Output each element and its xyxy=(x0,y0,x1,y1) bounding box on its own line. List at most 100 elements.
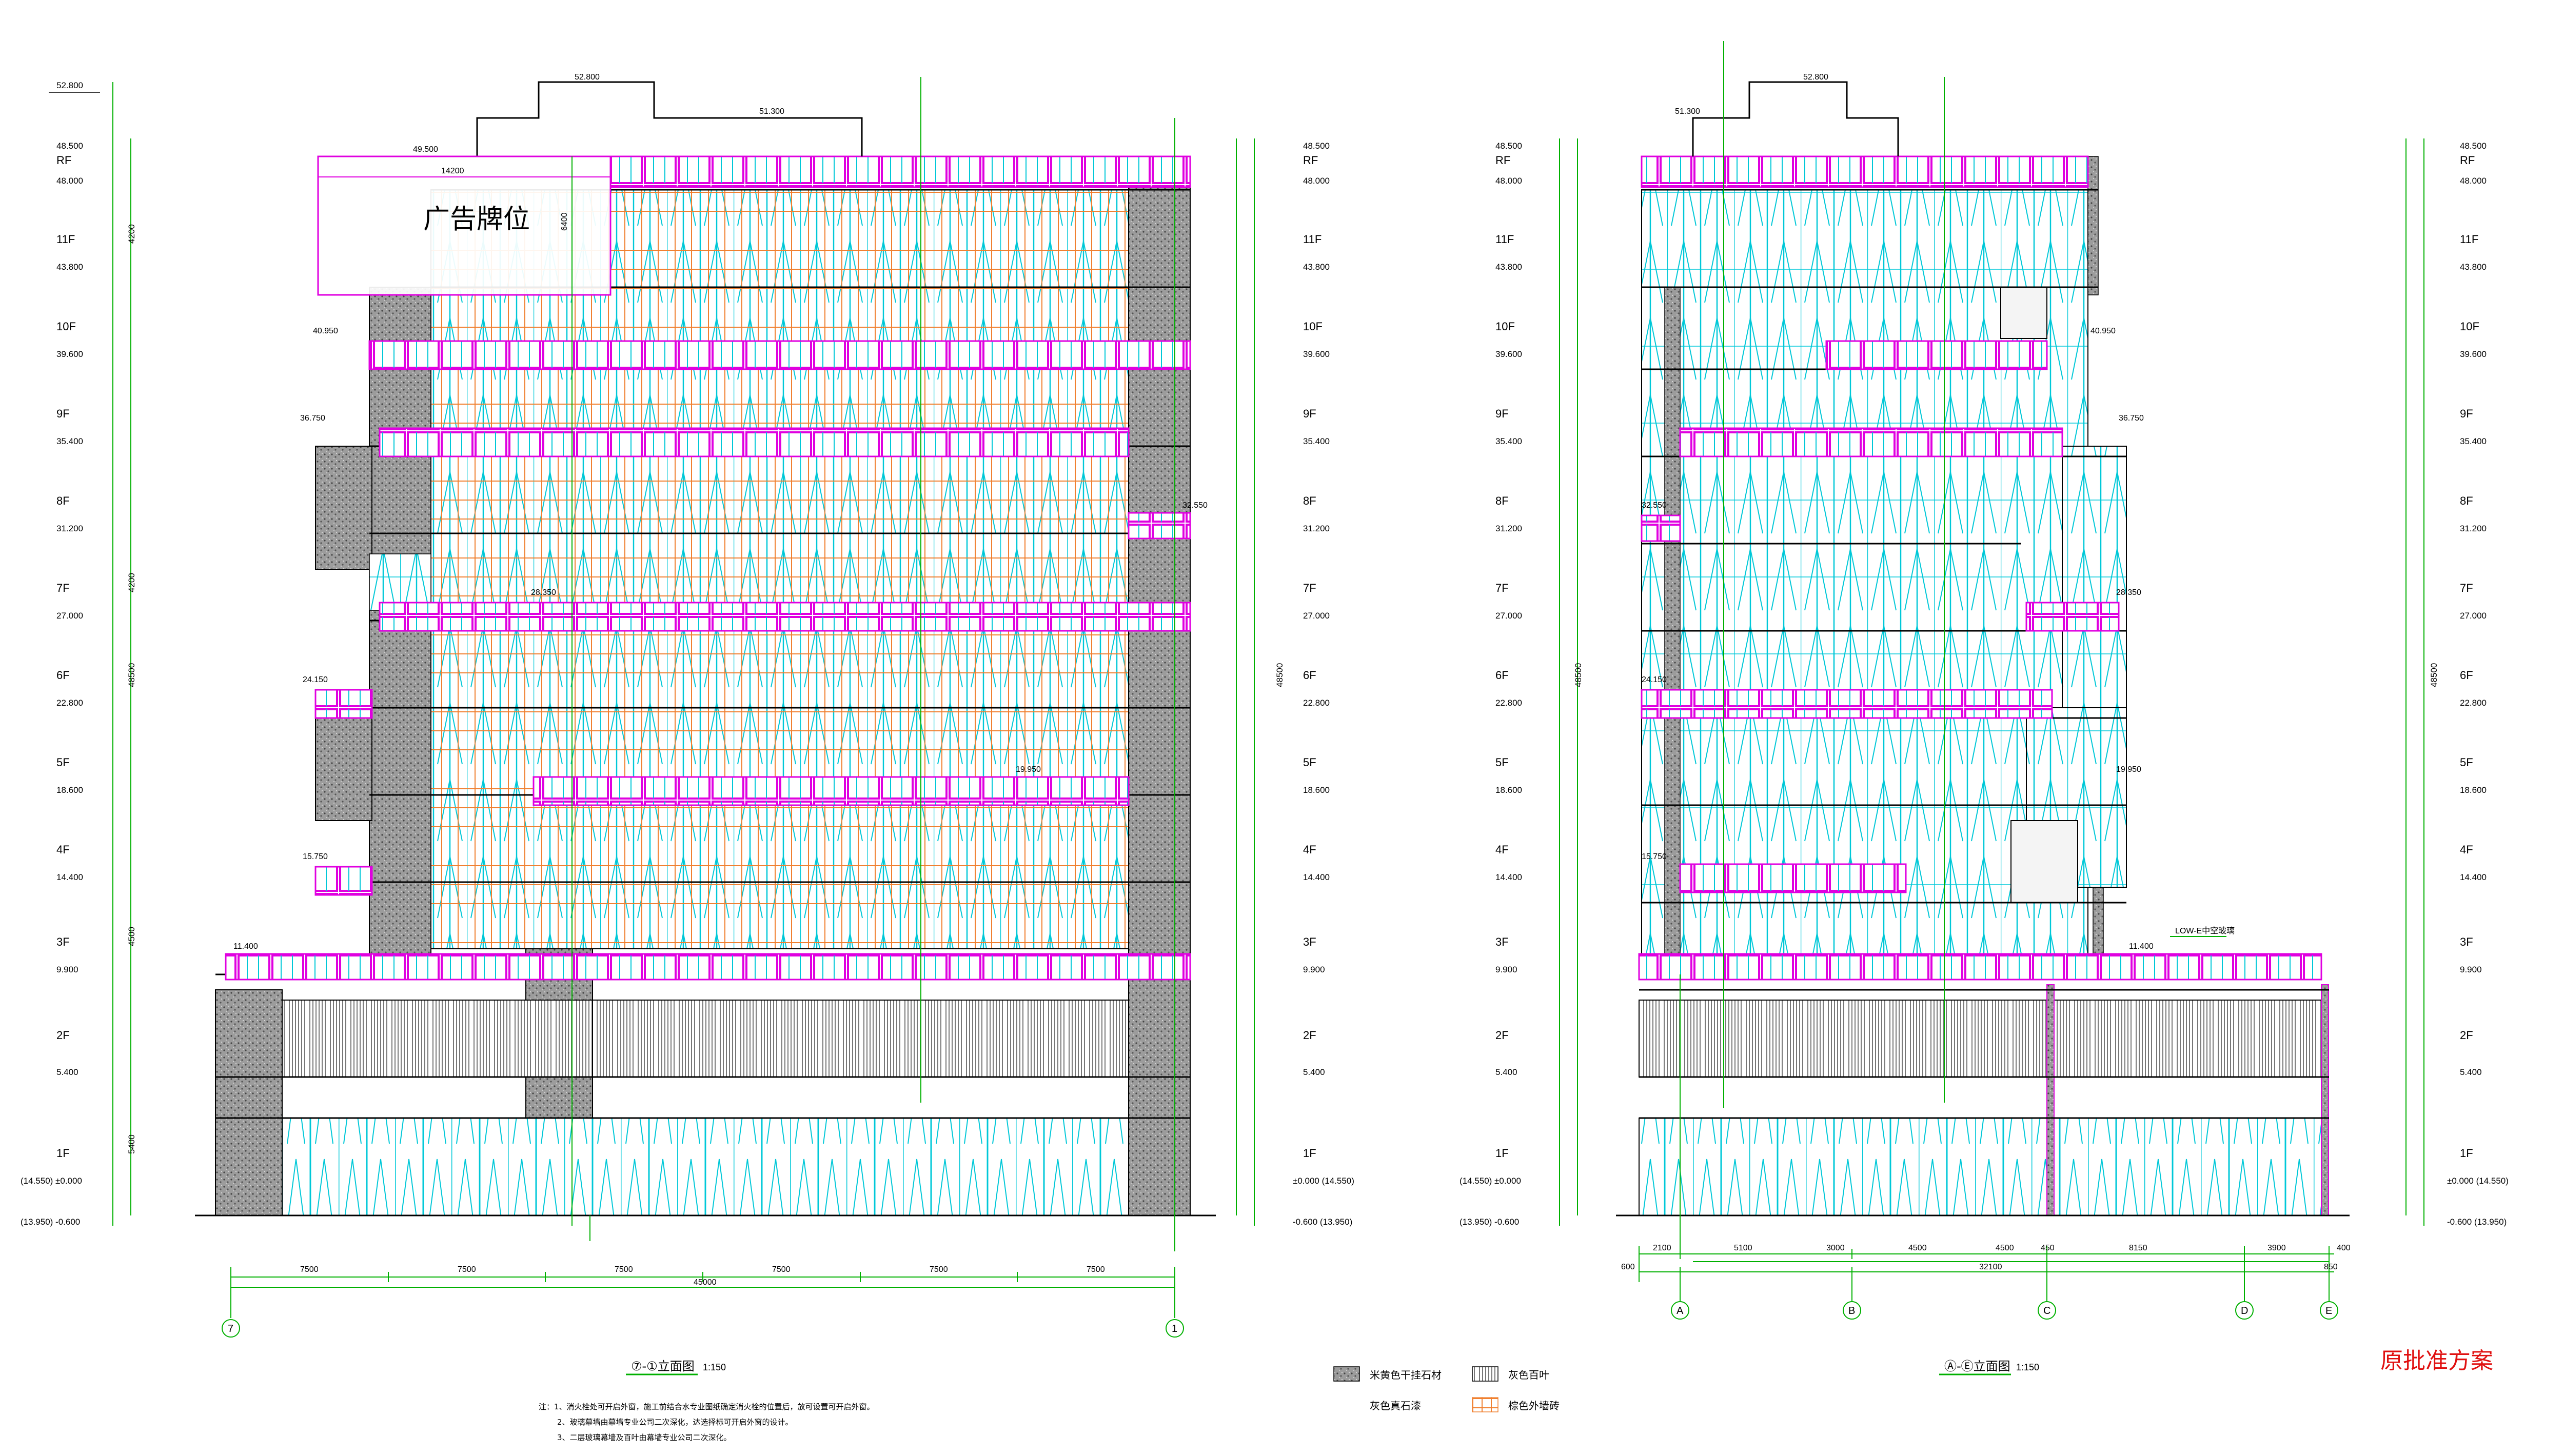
svg-text:6F: 6F xyxy=(56,669,70,682)
west-guide-lines xyxy=(571,77,1175,1251)
roof-structure xyxy=(476,81,863,156)
east-podium-2f-louver xyxy=(1639,1000,2322,1078)
svg-text:39.600: 39.600 xyxy=(1495,349,1522,359)
west-top-levels: 52.800 51.300 49.500 xyxy=(413,73,784,154)
east-title: Ⓐ-Ⓔ立面图 xyxy=(1944,1359,2010,1373)
svg-text:6F: 6F xyxy=(1303,669,1316,682)
svg-text:8150: 8150 xyxy=(2129,1244,2147,1252)
svg-text:2、玻璃幕墙由幕墙专业公司二次深化，达选择标可开启外窗的设计: 2、玻璃幕墙由幕墙专业公司二次深化，达选择标可开启外窗的设计。 xyxy=(557,1418,793,1427)
svg-text:10F: 10F xyxy=(1303,320,1323,333)
svg-text:11F: 11F xyxy=(1303,233,1322,246)
svg-text:27.000: 27.000 xyxy=(1495,611,1522,621)
svg-text:48500: 48500 xyxy=(127,663,136,687)
svg-text:11.400: 11.400 xyxy=(233,942,258,951)
svg-text:45000: 45000 xyxy=(694,1278,717,1287)
east-dimensions xyxy=(1639,1246,2334,1303)
svg-text:31.200: 31.200 xyxy=(56,524,83,533)
svg-text:1F: 1F xyxy=(1303,1147,1316,1160)
svg-text:RF: RF xyxy=(1303,154,1318,167)
svg-text:C: C xyxy=(2043,1305,2050,1317)
svg-text:7F: 7F xyxy=(1495,582,1509,594)
east-top-levels: 52.800 51.300 xyxy=(1675,73,1828,116)
svg-text:9F: 9F xyxy=(2460,407,2473,420)
svg-text:1F: 1F xyxy=(56,1147,70,1160)
legend-swatch-stone xyxy=(1333,1366,1360,1382)
svg-text:18.600: 18.600 xyxy=(56,785,83,795)
east-podium-1f-glass xyxy=(1639,1118,2322,1216)
svg-text:3900: 3900 xyxy=(2267,1244,2286,1252)
svg-text:5F: 5F xyxy=(1495,756,1509,769)
svg-text:11F: 11F xyxy=(2460,233,2478,246)
svg-text:3F: 3F xyxy=(1303,935,1316,948)
svg-text:39.600: 39.600 xyxy=(2460,349,2487,359)
svg-text:48.000: 48.000 xyxy=(2460,176,2487,186)
svg-text:4F: 4F xyxy=(1495,843,1509,856)
svg-text:22.800: 22.800 xyxy=(2460,698,2487,708)
approval-stamp: 原批准方案 xyxy=(2380,1348,2493,1374)
east-stair-glass xyxy=(2010,820,2078,903)
podium-1f-glass xyxy=(282,1118,1129,1216)
svg-text:3、二层玻璃幕墙及百叶由幕墙专业公司二次深化。: 3、二层玻璃幕墙及百叶由幕墙专业公司二次深化。 xyxy=(557,1433,732,1442)
svg-text:1F: 1F xyxy=(1495,1147,1509,1160)
svg-text:5.400: 5.400 xyxy=(56,1067,78,1077)
svg-text:11.400: 11.400 xyxy=(2129,942,2154,951)
east-stair-glass-top xyxy=(2000,287,2047,339)
east-dimension-text: 2100 5100 3000 4500 4500 450 8150 3900 4… xyxy=(1621,1244,2351,1271)
axis-label-7: 7 xyxy=(228,1323,233,1334)
legend-swatch-louver xyxy=(1472,1366,1498,1382)
podium-2f-louver-right xyxy=(592,1000,1129,1078)
west-elevation: 广告牌位 14200 6400 52.800 51.300 49.500 40.… xyxy=(195,73,1216,1375)
svg-text:43.800: 43.800 xyxy=(1495,262,1522,272)
east-railings xyxy=(1638,155,2322,981)
east-axis-bubbles: A B C D E xyxy=(1671,1301,2338,1320)
svg-text:28.350: 28.350 xyxy=(531,588,556,597)
svg-text:7500: 7500 xyxy=(615,1265,633,1274)
svg-text:9.900: 9.900 xyxy=(56,965,78,974)
svg-text:1F: 1F xyxy=(2460,1147,2473,1160)
svg-text:51.300: 51.300 xyxy=(759,107,784,116)
east-elevation: 52.800 51.300 40.950 36.750 32.550 28.35… xyxy=(1616,41,2493,1375)
level-column-far-left: 52.800 48.500 RF 48.000 11F 43.800 10F 3… xyxy=(21,81,136,1227)
svg-text:3F: 3F xyxy=(1495,935,1509,948)
east-glass-note: LOW-E中空玻璃 xyxy=(2175,926,2235,935)
svg-text:10F: 10F xyxy=(2460,320,2479,333)
axis-bubble-1 xyxy=(1166,1319,1184,1338)
east-roof-structure xyxy=(1692,81,1899,156)
svg-text:灰色百叶: 灰色百叶 xyxy=(1508,1369,1549,1381)
svg-text:19.950: 19.950 xyxy=(2116,765,2141,774)
svg-text:400: 400 xyxy=(2337,1244,2351,1252)
svg-text:35.400: 35.400 xyxy=(2460,436,2487,446)
svg-text:19.950: 19.950 xyxy=(1016,765,1041,774)
svg-text:27.000: 27.000 xyxy=(56,611,83,621)
svg-text:-0.600 (13.950): -0.600 (13.950) xyxy=(1293,1217,1352,1227)
axis-bubble-7 xyxy=(222,1319,240,1338)
svg-text:48.000: 48.000 xyxy=(56,176,83,186)
svg-text:4200: 4200 xyxy=(127,224,136,244)
svg-text:7500: 7500 xyxy=(772,1265,791,1274)
svg-text:4F: 4F xyxy=(56,843,70,856)
svg-text:22.800: 22.800 xyxy=(1495,698,1522,708)
svg-text:10F: 10F xyxy=(56,320,76,333)
svg-text:36.750: 36.750 xyxy=(2119,414,2144,423)
east-right-wing-glass xyxy=(2062,446,2127,724)
svg-text:14.400: 14.400 xyxy=(2460,872,2487,882)
svg-text:48.500: 48.500 xyxy=(2460,141,2487,151)
svg-text:3F: 3F xyxy=(2460,935,2473,948)
svg-text:5.400: 5.400 xyxy=(1495,1067,1517,1077)
svg-text:27.000: 27.000 xyxy=(1303,611,1330,621)
svg-text:5100: 5100 xyxy=(1734,1244,1752,1252)
svg-text:40.950: 40.950 xyxy=(313,327,338,335)
svg-text:7500: 7500 xyxy=(930,1265,948,1274)
east-guide-lines xyxy=(1680,41,2329,1262)
svg-text:3F: 3F xyxy=(56,935,70,948)
svg-text:3000: 3000 xyxy=(1826,1244,1845,1252)
svg-text:52.800: 52.800 xyxy=(1803,73,1828,82)
svg-text:D: D xyxy=(2241,1305,2248,1317)
svg-text:E: E xyxy=(2325,1305,2332,1317)
svg-text:2F: 2F xyxy=(2460,1029,2473,1042)
svg-text:52.800: 52.800 xyxy=(575,73,600,82)
level-column-far-right: 48.500 RF 48.000 11F 43.800 10F 39.600 9… xyxy=(2405,138,2509,1227)
svg-text:48.000: 48.000 xyxy=(1495,176,1522,186)
svg-text:7500: 7500 xyxy=(300,1265,319,1274)
svg-text:4F: 4F xyxy=(2460,843,2473,856)
